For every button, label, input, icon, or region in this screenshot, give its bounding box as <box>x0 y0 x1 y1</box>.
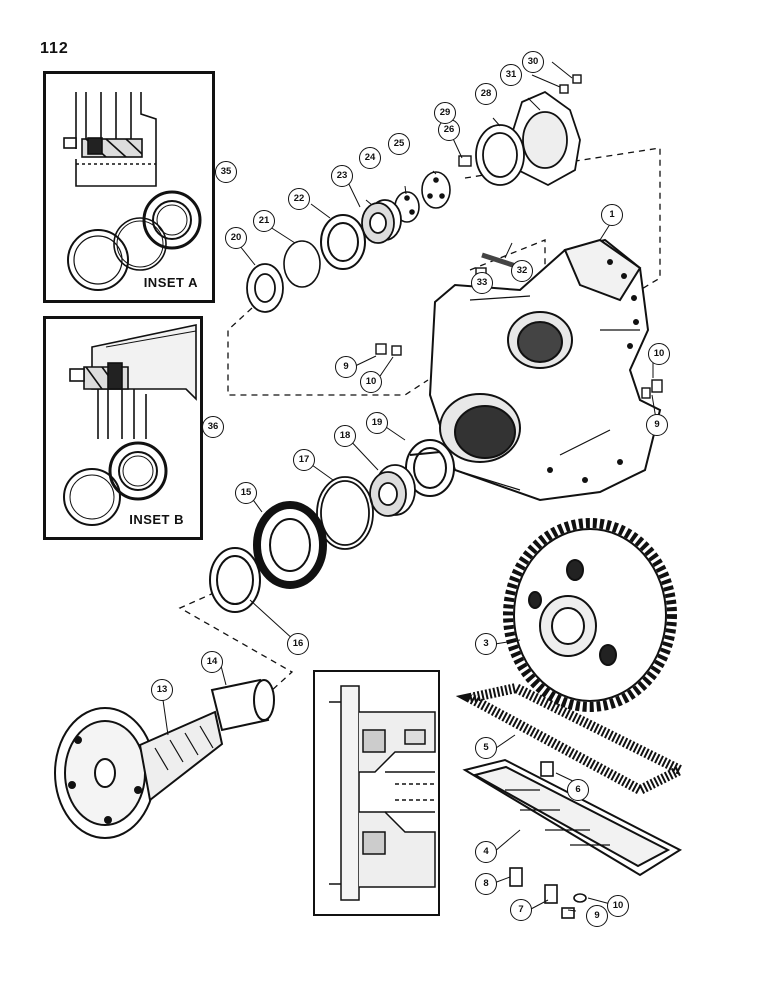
inset-a-drawing <box>63 92 202 291</box>
callout-20: 20 <box>225 227 247 249</box>
snap-ring-lower <box>316 476 374 550</box>
callout-10-lower: 10 <box>607 895 629 917</box>
gear <box>503 518 677 712</box>
callout-15: 15 <box>235 482 257 504</box>
callout-10-upper: 10 <box>360 371 382 393</box>
detail-view-drawing <box>329 685 436 901</box>
callout-29: 29 <box>434 102 456 124</box>
callout-22: 22 <box>288 188 310 210</box>
inset-a-label: INSET A <box>143 275 198 290</box>
callout-25: 25 <box>388 133 410 155</box>
callout-31: 31 <box>500 64 522 86</box>
callout-36: 36 <box>202 416 224 438</box>
callout-3: 3 <box>475 633 497 655</box>
spacer <box>209 547 261 613</box>
cover-gasket <box>475 124 525 186</box>
detail-view-panel <box>313 670 440 916</box>
callout-21: 21 <box>253 210 275 232</box>
housing-bolt-holes <box>547 259 639 483</box>
callout-10-right: 10 <box>648 343 670 365</box>
callout-28: 28 <box>475 83 497 105</box>
callout-18: 18 <box>334 425 356 447</box>
callout-30: 30 <box>522 51 544 73</box>
callout-19: 19 <box>366 412 388 434</box>
inset-a-panel: INSET A <box>43 71 215 303</box>
callout-32: 32 <box>511 260 533 282</box>
callout-9-lower: 9 <box>586 905 608 927</box>
seal-lower <box>253 501 327 589</box>
callout-14: 14 <box>201 651 223 673</box>
callout-16: 16 <box>287 633 309 655</box>
callout-7: 7 <box>510 899 532 921</box>
callout-4: 4 <box>475 841 497 863</box>
bearing-cone-lower <box>369 464 416 517</box>
bushing <box>210 678 275 732</box>
callout-5: 5 <box>475 737 497 759</box>
inset-b-drawing <box>63 324 197 526</box>
callout-33: 33 <box>471 272 493 294</box>
callout-35: 35 <box>215 161 237 183</box>
cover-plate <box>509 90 581 187</box>
callout-1: 1 <box>601 204 623 226</box>
callout-17: 17 <box>293 449 315 471</box>
housing <box>428 238 662 502</box>
retainer-washer <box>421 171 451 209</box>
oil-pan <box>462 758 683 877</box>
inset-b-label: INSET B <box>129 512 184 527</box>
callout-13: 13 <box>151 679 173 701</box>
bearing-cup-upper <box>320 214 366 270</box>
page-number: 112 <box>40 40 69 57</box>
callout-24: 24 <box>359 147 381 169</box>
callout-9-upper: 9 <box>335 356 357 378</box>
snap-ring-upper <box>283 240 321 288</box>
callout-9-right: 9 <box>646 414 668 436</box>
bearing-cone-upper <box>361 199 402 244</box>
axle-shaft <box>54 707 224 839</box>
callout-23: 23 <box>331 165 353 187</box>
seal-upper <box>246 263 284 313</box>
bearing-cup-lower <box>405 439 455 497</box>
inset-b-panel: INSET B <box>43 316 203 540</box>
callout-8: 8 <box>475 873 497 895</box>
callout-6: 6 <box>567 779 589 801</box>
